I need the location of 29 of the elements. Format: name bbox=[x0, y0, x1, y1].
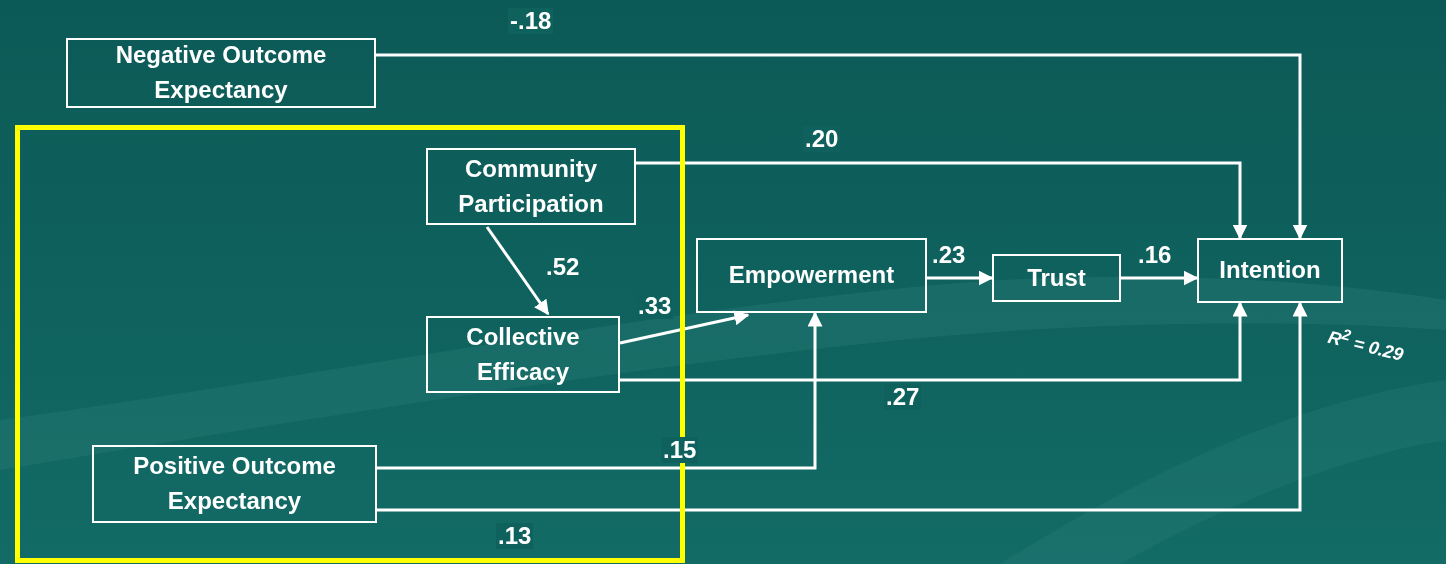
node-label: Empowerment bbox=[728, 260, 895, 291]
node-label: Intention bbox=[1219, 255, 1321, 286]
process-box bbox=[696, 238, 927, 313]
edge-label: .15 bbox=[661, 437, 699, 464]
edge-label: .27 bbox=[884, 384, 922, 411]
process-box bbox=[992, 254, 1121, 302]
process-box bbox=[92, 445, 377, 523]
process-box bbox=[66, 38, 376, 108]
process-box bbox=[1197, 238, 1343, 303]
node-label: Collective Efficacy bbox=[465, 321, 581, 387]
r-squared-note: R$^{2}$ = 0.29 bbox=[1325, 324, 1407, 366]
arrow bbox=[1121, 270, 1199, 286]
edge-label: .13 bbox=[496, 523, 534, 550]
node-label: Positive Outcome Expectancy bbox=[132, 451, 337, 516]
arrow bbox=[376, 53, 1308, 240]
edge-label: -.18 bbox=[508, 8, 554, 35]
node-label: Trust bbox=[1027, 262, 1086, 293]
process-box bbox=[426, 148, 636, 225]
arrow bbox=[377, 311, 823, 470]
arrow bbox=[485, 226, 550, 316]
arrow bbox=[620, 301, 1248, 382]
arrow bbox=[377, 301, 1308, 512]
arrow bbox=[636, 161, 1248, 240]
arrow bbox=[927, 270, 994, 286]
node-label: Community Participation bbox=[457, 153, 605, 219]
arrow bbox=[619, 310, 750, 345]
process-box bbox=[426, 316, 620, 393]
edge-label: .20 bbox=[803, 126, 841, 153]
node-label: Negative Outcome Expectancy bbox=[114, 40, 328, 105]
